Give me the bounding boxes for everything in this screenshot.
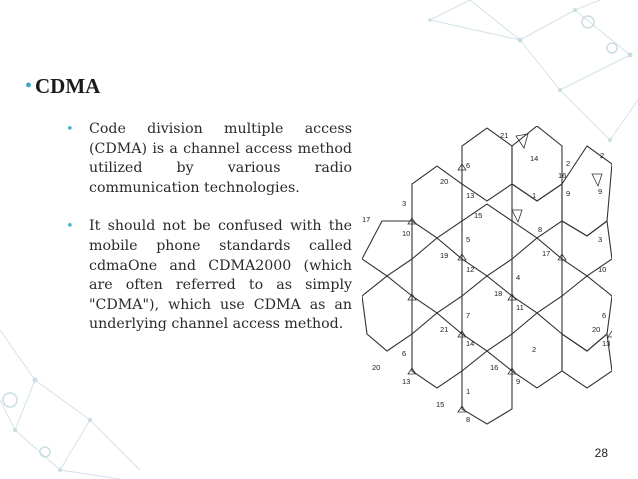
cell-label: 8 [538, 225, 542, 234]
cell-label: 9 [566, 189, 570, 198]
cell-label: 14 [466, 339, 474, 348]
bullet-dot-icon: • [66, 122, 74, 137]
cell-label: 20 [440, 177, 448, 186]
bullet-text: It should not be confused with the mobil… [89, 218, 352, 333]
cell-label: 3 [402, 199, 406, 208]
cell-label: 16 [490, 363, 498, 372]
cell-label: 10 [402, 229, 410, 238]
bullet-item: • It should not be confused with the mob… [64, 217, 352, 335]
cell-label: 3 [598, 235, 602, 244]
cell-label: 6 [466, 161, 470, 170]
cell-label: 14 [530, 154, 538, 163]
cell-label: 11 [516, 303, 524, 312]
cell-label: 21 [440, 325, 448, 334]
cell-label: 6 [402, 349, 406, 358]
bullet-list: • Code division multiple access (CDMA) i… [64, 120, 352, 354]
cell-label: 8 [466, 415, 470, 424]
cell-label: 13 [402, 377, 410, 386]
bullet-item: • Code division multiple access (CDMA) i… [64, 120, 352, 198]
cell-label: 2 [600, 151, 604, 160]
bullet-text: Code division multiple access (CDMA) is … [89, 121, 352, 196]
cell-label: 12 [466, 265, 474, 274]
bullet-dot-icon: • [66, 219, 74, 235]
cell-label: 2 [532, 345, 536, 354]
cell-label: 20 [592, 325, 600, 334]
cell-label: 2 [566, 159, 570, 168]
cell-label: 9 [516, 377, 520, 386]
cell-label: 21 [500, 131, 508, 140]
cell-label: 10 [598, 265, 606, 274]
cell-label: 15 [474, 211, 482, 220]
cell-label: 9 [598, 187, 602, 196]
slide-title-text: CDMA [35, 74, 101, 98]
cell-label: 6 [602, 311, 606, 320]
cell-label: 4 [516, 273, 520, 282]
cell-label: 17 [542, 249, 550, 258]
cell-label: 13 [602, 339, 610, 348]
cell-label: 17 [362, 215, 370, 224]
hexagon-cell-diagram: 21 14 2 9 20 6 13 16 2 9 15 1 8 19 5 12 … [362, 126, 612, 425]
cell-label: 18 [494, 289, 502, 298]
slide-title: • CDMA [25, 74, 100, 99]
cell-label: 15 [436, 400, 444, 409]
cell-label: 13 [466, 191, 474, 200]
page-number: 28 [594, 446, 608, 460]
cell-label: 7 [466, 311, 470, 320]
cell-label: 19 [440, 251, 448, 260]
cell-label: 5 [466, 235, 470, 244]
cell-label: 20 [372, 363, 380, 372]
title-bullet-icon: • [25, 75, 33, 97]
cell-label: 16 [558, 171, 566, 180]
cell-label: 1 [532, 191, 536, 200]
cell-label: 1 [466, 387, 470, 396]
